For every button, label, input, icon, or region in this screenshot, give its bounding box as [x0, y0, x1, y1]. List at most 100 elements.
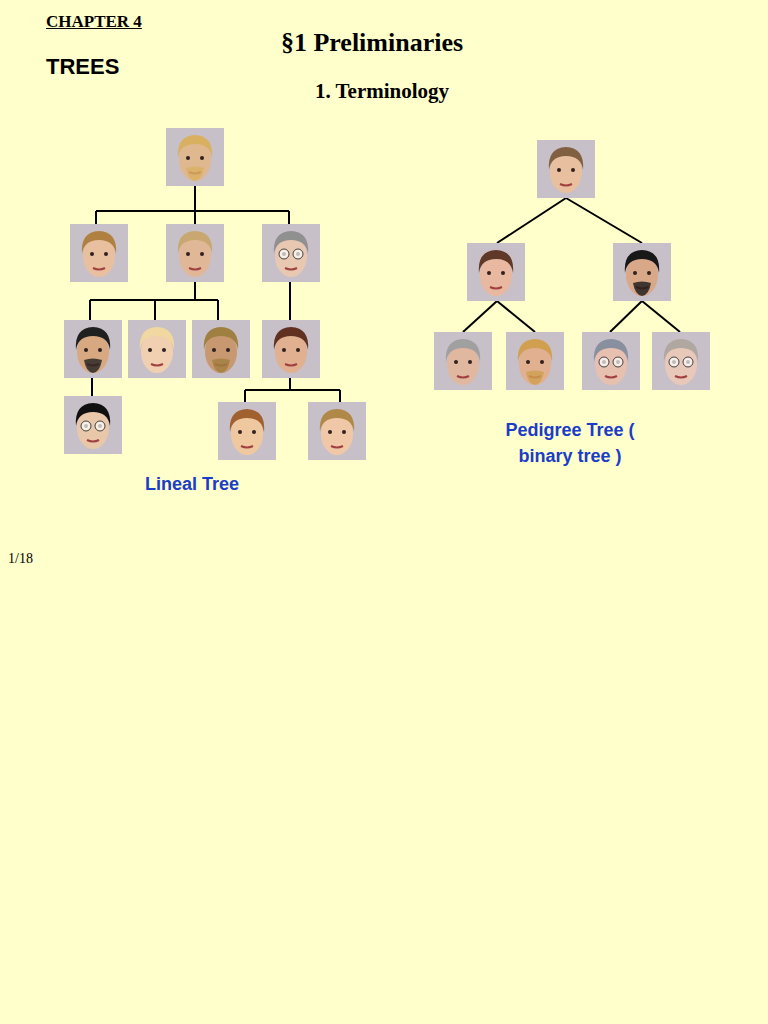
face-hair: [549, 147, 583, 170]
tree-branch: [642, 301, 680, 332]
portrait-frame: [537, 140, 595, 198]
face-portrait: [128, 320, 186, 378]
face-portrait: [218, 402, 276, 460]
face-eye: [454, 360, 458, 364]
face-hair: [178, 231, 212, 254]
face-eye: [84, 348, 88, 352]
face-mouth: [457, 376, 469, 378]
portrait-frame: [166, 224, 224, 282]
portrait-frame: [582, 332, 640, 390]
face-eye: [557, 168, 561, 172]
tree-branch: [245, 389, 340, 391]
portrait-frame: [192, 320, 250, 378]
tree-branch: [289, 378, 291, 390]
chapter-name: TREES: [46, 51, 119, 83]
tree-caption: Pedigree Tree ( binary tree ): [503, 417, 637, 469]
face-glasses: [669, 357, 693, 367]
face-eye: [487, 271, 491, 275]
portrait-frame: [506, 332, 564, 390]
face-hair: [664, 339, 698, 362]
face-mouth: [675, 376, 687, 378]
portrait-frame: [166, 128, 224, 186]
face-eye: [252, 430, 256, 434]
face-eye: [104, 252, 108, 256]
face-portrait: [262, 320, 320, 378]
face-portrait: [613, 243, 671, 301]
face-hair: [230, 409, 264, 432]
face-eye: [282, 348, 286, 352]
face-hair: [178, 135, 212, 158]
tree-branch: [610, 301, 642, 332]
tree-branch: [217, 300, 219, 320]
portrait-frame: [262, 320, 320, 378]
face-mouth: [285, 364, 297, 366]
face-portrait: [506, 332, 564, 390]
face-eye: [90, 252, 94, 256]
face-hair: [274, 231, 308, 254]
portrait-frame: [128, 320, 186, 378]
face-portrait: [537, 140, 595, 198]
tree-caption: Lineal Tree: [145, 471, 239, 497]
face-portrait: [467, 243, 525, 301]
tree-branch: [244, 390, 246, 402]
face-portrait: [64, 396, 122, 454]
face-beard: [633, 282, 651, 297]
face-eye: [200, 156, 204, 160]
face-hair: [204, 327, 238, 350]
face-eye: [342, 430, 346, 434]
face-glasses: [81, 421, 105, 431]
face-portrait: [64, 320, 122, 378]
tree-branch: [194, 282, 196, 300]
portrait-frame: [434, 332, 492, 390]
tree-branch: [194, 186, 196, 211]
face-eye: [296, 348, 300, 352]
portrait-frame: [64, 320, 122, 378]
face-portrait: [308, 402, 366, 460]
face-hair: [82, 231, 116, 254]
face-portrait: [582, 332, 640, 390]
face-mouth: [560, 184, 572, 186]
face-glasses: [279, 249, 303, 259]
page-number: 1/18: [8, 549, 33, 569]
face-eye: [540, 360, 544, 364]
face-hair: [76, 403, 110, 426]
face-mouth: [87, 440, 99, 442]
face-eye: [633, 271, 637, 275]
face-eye: [501, 271, 505, 275]
face-beard: [84, 359, 102, 374]
tree-branch: [288, 211, 290, 224]
face-portrait: [262, 224, 320, 282]
portrait-frame: [652, 332, 710, 390]
face-eye: [571, 168, 575, 172]
face-portrait: [652, 332, 710, 390]
subsection-title: 1. Terminology: [315, 76, 449, 106]
face-mouth: [189, 268, 201, 270]
face-glasses: [599, 357, 623, 367]
face-hair: [446, 339, 480, 362]
face-hair: [479, 250, 513, 273]
face-beard: [526, 371, 544, 386]
tree-branch: [497, 301, 535, 332]
tree-branch: [96, 210, 289, 212]
portrait-frame: [467, 243, 525, 301]
face-eye: [148, 348, 152, 352]
face-mouth: [331, 446, 343, 448]
face-beard: [186, 167, 204, 182]
face-portrait: [166, 224, 224, 282]
face-hair: [76, 327, 110, 350]
tree-branch: [463, 301, 497, 332]
face-hair: [140, 327, 174, 350]
face-hair: [625, 250, 659, 273]
face-portrait: [192, 320, 250, 378]
tree-branch: [194, 211, 196, 224]
tree-branch: [154, 300, 156, 320]
face-eye: [468, 360, 472, 364]
face-portrait: [434, 332, 492, 390]
portrait-frame: [218, 402, 276, 460]
portrait-frame: [308, 402, 366, 460]
tree-branch: [289, 282, 291, 320]
face-eye: [212, 348, 216, 352]
face-eye: [647, 271, 651, 275]
face-eye: [238, 430, 242, 434]
face-mouth: [605, 376, 617, 378]
